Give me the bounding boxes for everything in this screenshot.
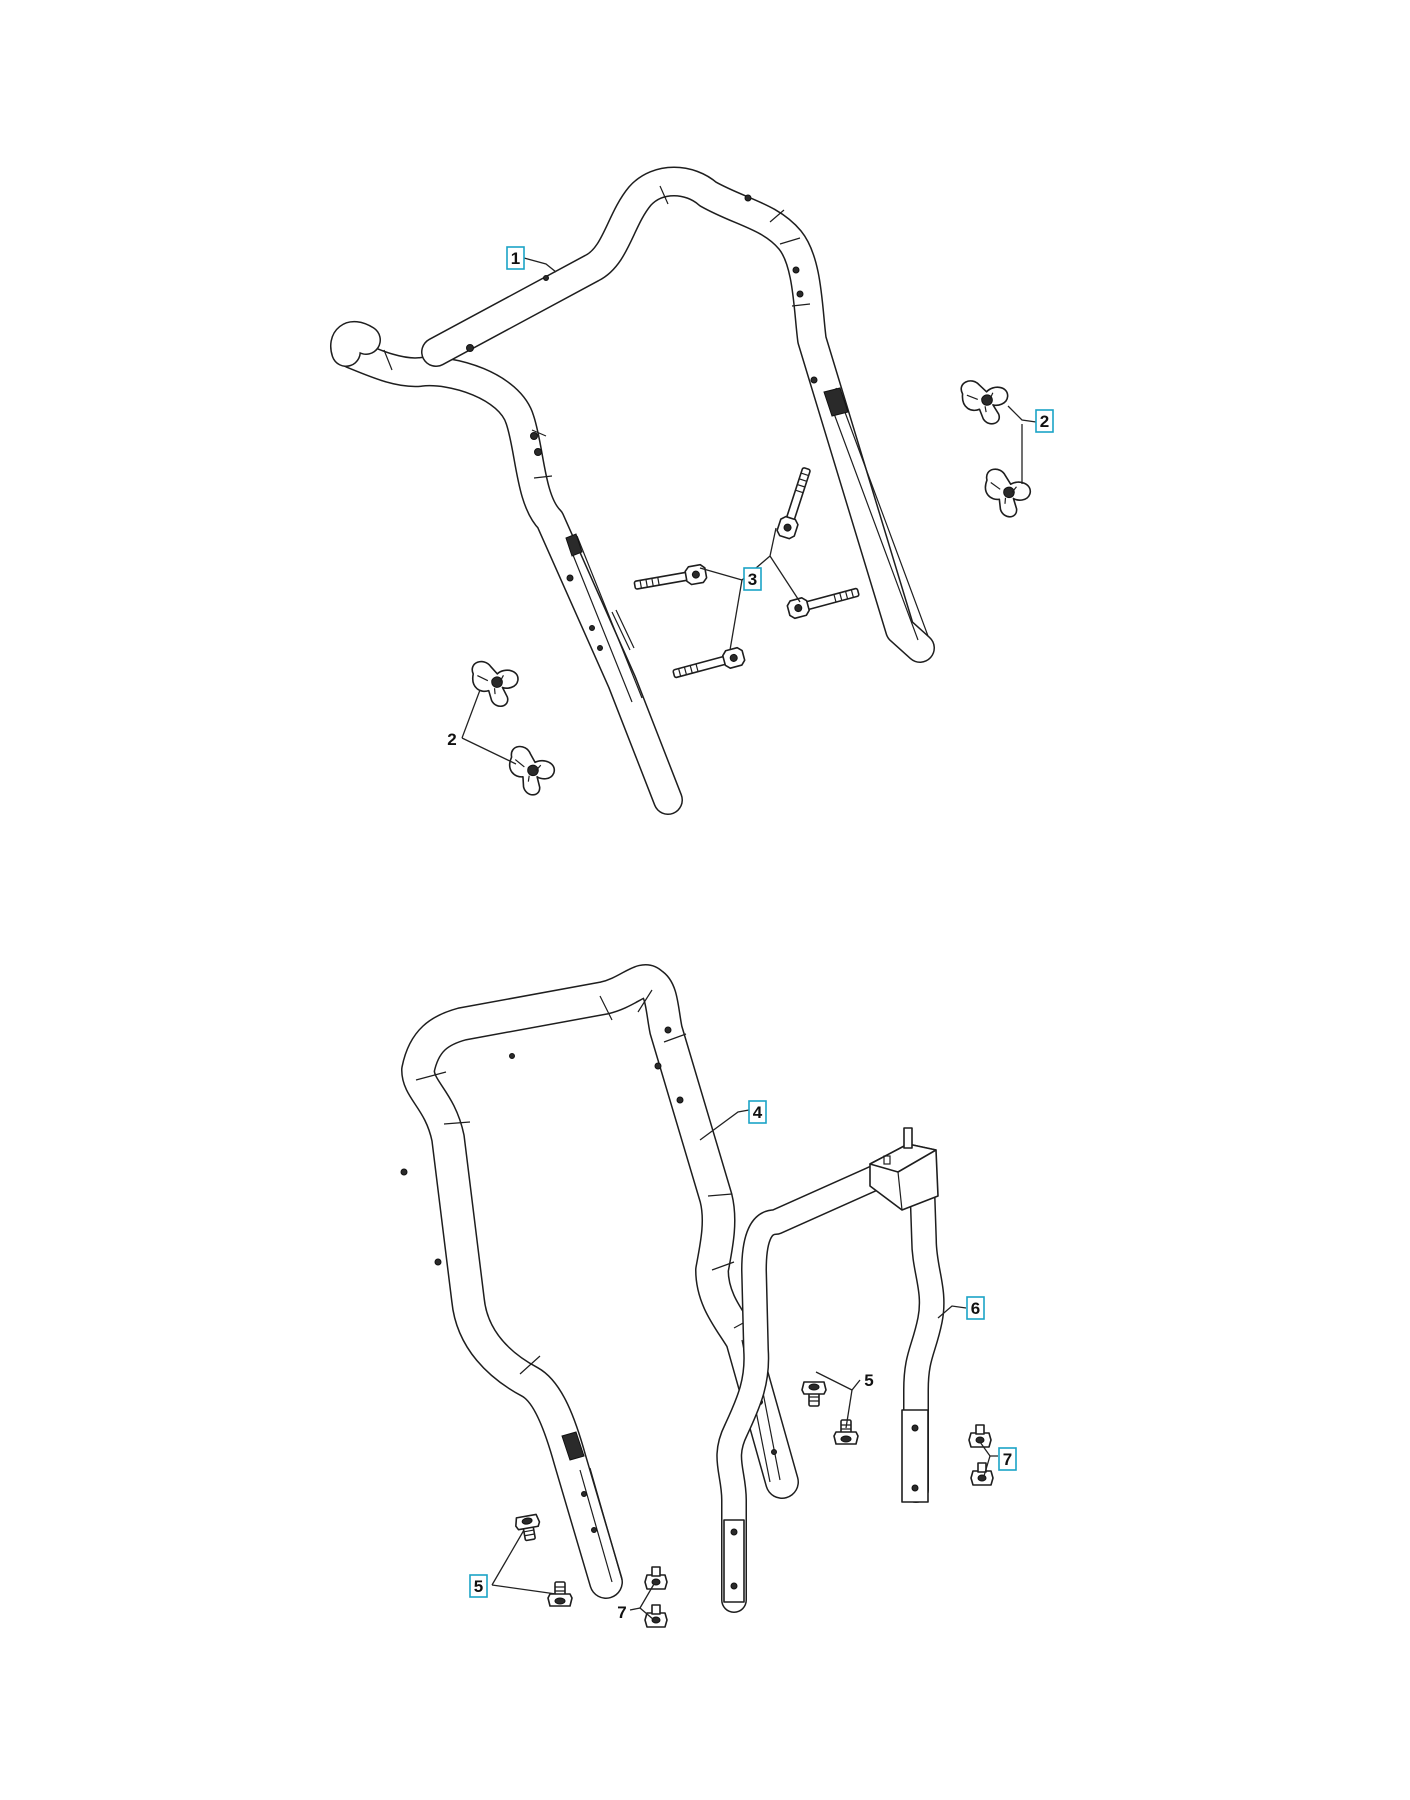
bolt-5a: [801, 1381, 827, 1407]
callout-2-plain: 2: [447, 730, 456, 749]
lower-frame: [716, 1127, 945, 1613]
bolt-3c: [785, 582, 862, 621]
svg-text:5: 5: [864, 1371, 873, 1390]
svg-text:7: 7: [1003, 1450, 1012, 1469]
callout-7-plain: 7: [617, 1603, 626, 1622]
bolt-3b: [632, 563, 709, 596]
nut-7b: [970, 1462, 994, 1486]
svg-text:4: 4: [753, 1103, 763, 1122]
leader-lines: [461, 257, 1037, 1621]
callout-7-boxed: 7: [998, 1447, 1017, 1471]
callout-5-plain: 5: [864, 1371, 873, 1390]
nut-7d: [644, 1604, 668, 1628]
svg-text:6: 6: [971, 1299, 980, 1318]
callout-6: 6: [966, 1296, 985, 1320]
svg-text:5: 5: [474, 1577, 483, 1596]
svg-text:2: 2: [1040, 412, 1049, 431]
upper-handle: [330, 166, 935, 815]
knob-upper-left-a: [470, 657, 522, 710]
callout-3: 3: [743, 567, 762, 591]
callout-1: 1: [506, 246, 525, 270]
svg-text:7: 7: [617, 1603, 626, 1622]
knob-upper-right-b: [982, 467, 1033, 520]
bolt-3d: [670, 645, 747, 684]
knob-upper-left-b: [505, 744, 558, 799]
nut-7a: [968, 1424, 992, 1448]
bolt-3a: [775, 465, 817, 541]
callout-4: 4: [748, 1100, 767, 1124]
callout-2-boxed: 2: [1035, 409, 1054, 433]
bolt-5b: [833, 1419, 859, 1445]
svg-text:3: 3: [748, 570, 757, 589]
nut-7c: [644, 1566, 668, 1590]
knob-upper-right-a: [958, 374, 1013, 429]
svg-text:2: 2: [447, 730, 456, 749]
callout-5-boxed: 5: [469, 1574, 488, 1598]
svg-text:1: 1: [511, 249, 520, 268]
bolt-5c: [513, 1513, 544, 1543]
